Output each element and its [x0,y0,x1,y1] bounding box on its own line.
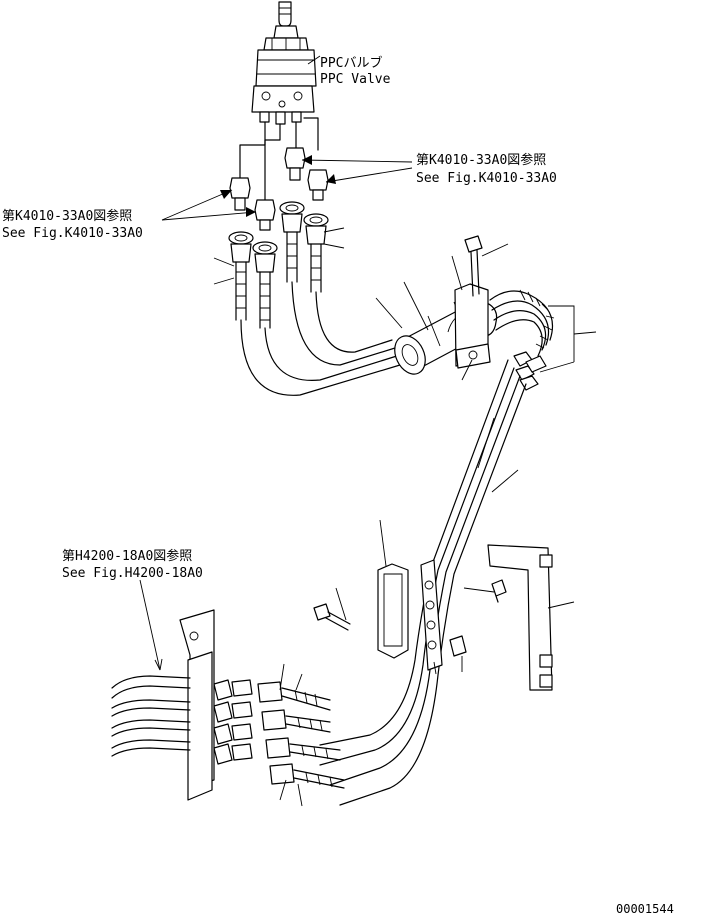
hose-bundle-right [489,289,555,391]
hose-end-2 [252,241,278,329]
ref-k4010-upper-jp: 第K4010-33A0図参照 [416,152,546,168]
elbow-fittings [213,679,253,765]
ppc-valve-label-jp: PPCバルブ [320,55,382,71]
sleeve-clamp [454,283,491,369]
u-bracket-left [377,563,409,659]
fitting-left-1 [229,177,251,211]
ref-k4010-left-jp: 第K4010-33A0図参照 [2,208,132,224]
arrow-heads [220,155,336,217]
leader-lines [139,55,597,807]
hose-end-1 [228,231,254,321]
bracket-right [487,544,553,691]
drawing-number: 00001544 [616,902,674,916]
hose-bundle-upper [240,281,401,396]
fitting-upper-right-2 [307,169,329,201]
clamp-bolt [464,235,483,297]
ppc-valve [251,1,317,125]
fitting-left-2 [254,199,276,231]
ref-h4200-jp: 第H4200-18A0図参照 [62,548,192,564]
hose-end-3 [279,201,305,283]
hose-holder-plate [420,559,443,671]
bracket-bolt-right [491,579,507,603]
hose-end-4 [303,213,329,293]
spacer-collar [449,635,467,657]
ref-h4200-en: See Fig.H4200-18A0 [62,566,203,581]
lower-hose-ends [257,681,345,789]
fitting-upper-right-1 [284,147,306,181]
ref-k4010-upper-en: See Fig.K4010-33A0 [416,171,557,186]
bracket-bolt [313,603,351,631]
ref-k4010-left-en: See Fig.K4010-33A0 [2,226,143,241]
valve-tubes [239,117,319,201]
lower-mounting-plate [179,609,215,801]
ppc-valve-label-en: PPC Valve [320,72,391,87]
pipe-bundle-left [111,675,191,757]
